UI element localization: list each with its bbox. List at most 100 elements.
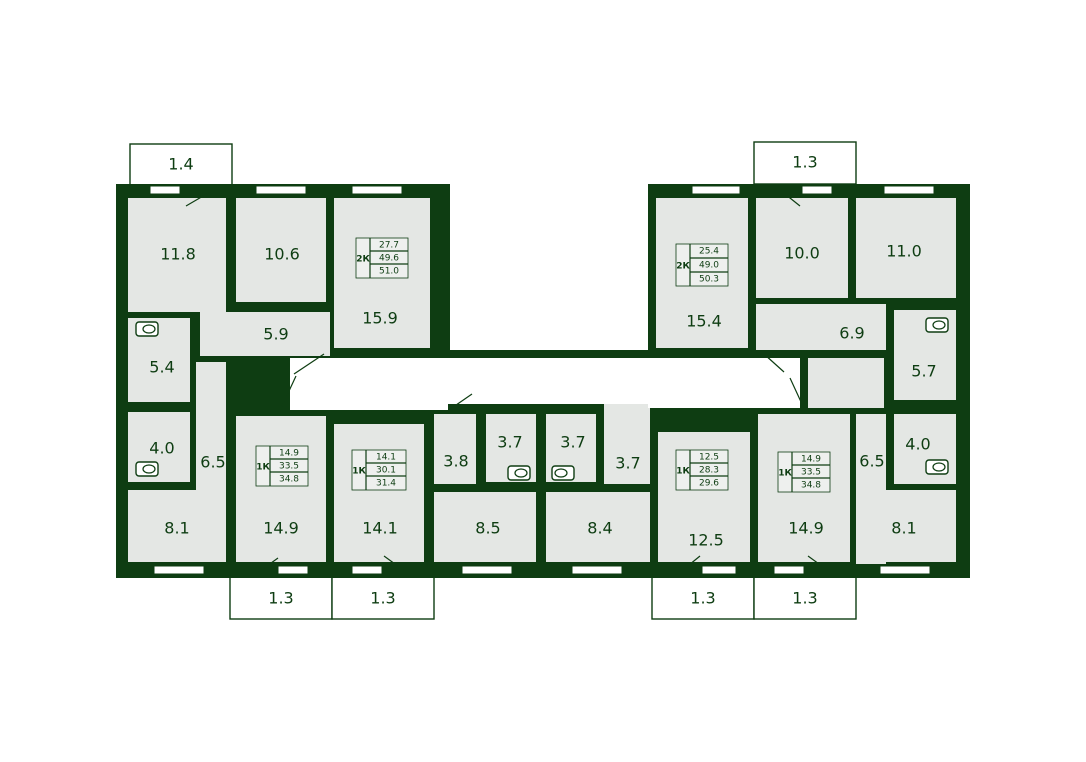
room-area: 3.7 <box>560 433 585 452</box>
window-icon <box>351 185 403 195</box>
floor-r23 <box>756 198 848 298</box>
floor-r16 <box>546 492 650 562</box>
apartment-living-area: 14.9 <box>279 449 299 459</box>
apartment-type: 1К <box>676 467 690 477</box>
door-swing-icon <box>789 377 803 405</box>
toilet-icon <box>925 317 949 333</box>
toilet-icon <box>507 465 531 481</box>
door-swing-icon <box>383 555 407 573</box>
toilet-icon <box>135 461 159 477</box>
apartment-type: 2К <box>676 262 690 272</box>
apartment-total-with-balcony: 29.6 <box>699 479 719 489</box>
door-swings <box>185 189 831 575</box>
room-area: 5.7 <box>911 362 936 381</box>
window-icon <box>801 185 833 195</box>
floor-r2 <box>236 198 326 302</box>
apartment-type: 1К <box>778 469 792 479</box>
floor-r4 <box>200 312 330 356</box>
door-swing-icon <box>255 557 279 575</box>
balcony-box-1 <box>129 143 233 187</box>
floor-r9 <box>236 416 326 562</box>
room-area: 14.9 <box>263 519 299 538</box>
room-area: 8.1 <box>891 519 916 538</box>
balcony-area: 1.3 <box>792 589 817 608</box>
window-icon <box>255 185 307 195</box>
door-swing-icon <box>677 555 701 575</box>
window-icon <box>571 565 623 575</box>
window-icon <box>879 565 931 575</box>
floor-r11 <box>434 414 476 484</box>
balcony-area: 1.4 <box>168 155 193 174</box>
apartment-living-area: 27.7 <box>379 241 399 251</box>
apartment-living-area: 25.4 <box>699 247 719 257</box>
balcony-area: 1.3 <box>268 589 293 608</box>
window-icon <box>277 565 309 575</box>
door-swing-icon <box>779 189 801 207</box>
apartment-summary: 1К 12.5 28.3 29.6 <box>675 449 729 491</box>
door-swing-icon <box>185 191 211 207</box>
balcony-box-2 <box>753 141 857 185</box>
apartment-total-with-balcony: 50.3 <box>699 275 719 285</box>
room-area: 3.8 <box>443 452 468 471</box>
apartment-living-area: 14.9 <box>801 455 821 465</box>
floor-r1 <box>128 198 226 312</box>
apartment-total-area: 49.0 <box>699 261 719 271</box>
floor-r8 <box>128 490 226 562</box>
apartment-summary: 1К 14.9 33.5 34.8 <box>777 451 831 493</box>
apartment-total-area: 30.1 <box>376 466 396 476</box>
apartment-summary: 1К 14.1 30.1 31.4 <box>351 449 407 491</box>
apartment-summary: 1К 14.9 33.5 34.8 <box>255 445 309 487</box>
apartment-total-area: 33.5 <box>279 462 299 472</box>
toilet-icon <box>135 321 159 337</box>
room-area: 4.0 <box>905 435 930 454</box>
room-area: 6.5 <box>200 453 225 472</box>
window-icon <box>773 565 805 575</box>
room-area: 8.1 <box>164 519 189 538</box>
room-area: 12.5 <box>688 531 724 550</box>
apartment-summaries: 2К 27.7 49.6 51.0 1К 14.9 33.5 34.8 1К 1… <box>255 237 831 493</box>
windows <box>149 185 935 575</box>
room-labels: 11.8 10.6 15.9 5.9 5.4 4.0 6.5 8.1 14.9 … <box>149 242 936 550</box>
door-swing-icon <box>293 353 325 375</box>
toilet-icon <box>925 459 949 475</box>
apartment-type: 1К <box>352 467 366 477</box>
floor-r15 <box>604 404 650 484</box>
window-icon <box>691 185 741 195</box>
toilet-icon <box>551 465 575 481</box>
toilets <box>135 317 949 481</box>
floor-r24 <box>856 198 956 298</box>
floor-r25b <box>808 358 884 408</box>
window-icon <box>153 565 205 575</box>
balcony-area: 1.3 <box>792 153 817 172</box>
room-area: 6.5 <box>859 452 884 471</box>
apartment-type: 2К <box>356 255 370 265</box>
room-area: 10.0 <box>784 244 820 263</box>
room-area: 3.7 <box>615 454 640 473</box>
floor-r21 <box>856 490 956 562</box>
apartment-summary: 2К 25.4 49.0 50.3 <box>675 243 729 287</box>
room-area: 10.6 <box>264 245 300 264</box>
apartment-total-with-balcony: 31.4 <box>376 479 396 489</box>
room-area: 15.4 <box>686 312 722 331</box>
room-area: 8.5 <box>475 519 500 538</box>
hall-right <box>648 358 800 408</box>
hall-left <box>290 358 448 410</box>
balcony-box-4 <box>331 576 435 620</box>
door-swing-icon <box>445 393 473 413</box>
window-icon <box>883 185 935 195</box>
apartment-total-area: 33.5 <box>801 468 821 478</box>
apartment-total-with-balcony: 34.8 <box>279 475 299 485</box>
room-area: 4.0 <box>149 439 174 458</box>
apartment-total-area: 28.3 <box>699 466 719 476</box>
apartment-living-area: 14.1 <box>376 453 396 463</box>
room-area: 14.9 <box>788 519 824 538</box>
room-area: 5.9 <box>263 325 288 344</box>
apartment-summary: 2К 27.7 49.6 51.0 <box>355 237 409 279</box>
floor-r10 <box>334 424 424 562</box>
apartment-total-area: 49.6 <box>379 254 399 264</box>
room-area: 5.4 <box>149 358 174 377</box>
door-swing-icon <box>281 375 297 407</box>
balcony-labels: 1.4 1.3 1.3 1.3 1.3 1.3 <box>168 153 817 608</box>
room-area: 8.4 <box>587 519 612 538</box>
